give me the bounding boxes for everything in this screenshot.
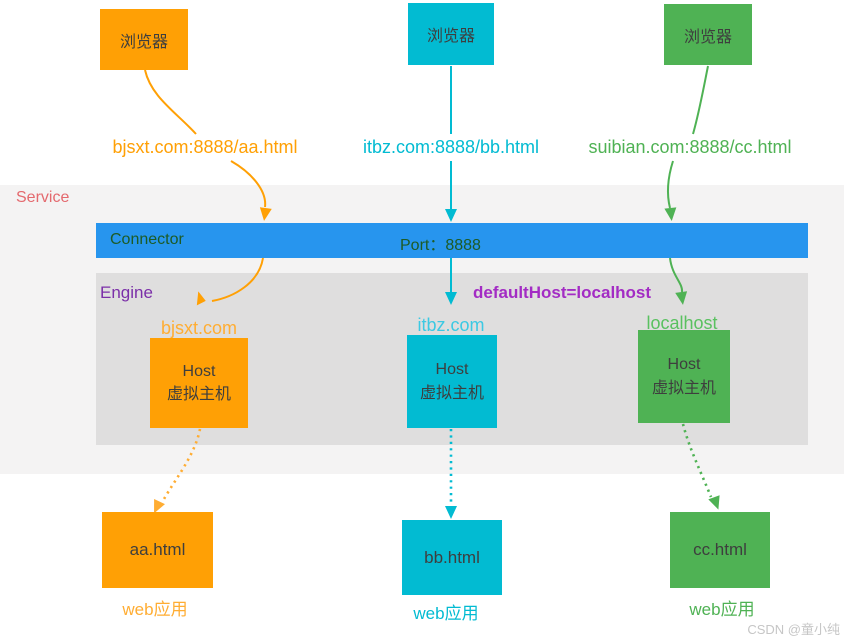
engine-default-host-label: defaultHost=localhost bbox=[473, 283, 652, 302]
host-subtitle-3: 虚拟主机 bbox=[651, 379, 716, 397]
request-url-1: bjsxt.com:8888/aa.html bbox=[112, 137, 298, 157]
host-title-3: Host bbox=[667, 356, 701, 374]
host-box-2: Host 虚拟主机 bbox=[407, 335, 497, 428]
arrow-url3-to-connector bbox=[667, 160, 674, 209]
webapp-box-1: aa.html bbox=[102, 512, 213, 588]
request-url-3: suibian.com:8888/cc.html bbox=[588, 137, 792, 157]
arrowhead-host3-to-webapp bbox=[708, 495, 720, 510]
webapp-file-label-3: cc.html bbox=[693, 540, 747, 559]
webapp-file-label-2: bb.html bbox=[424, 547, 480, 567]
arrowhead-url3-to-connector bbox=[664, 207, 677, 221]
arrow-host1-to-webapp bbox=[162, 428, 202, 500]
arrow-connector-to-host1 bbox=[211, 257, 264, 302]
engine-label: Engine bbox=[100, 283, 153, 302]
arrow-connector-to-host3 bbox=[669, 257, 684, 293]
connector-label: Connector bbox=[110, 231, 184, 248]
browser-box-2: 浏览器 bbox=[408, 3, 494, 65]
host-title-1: Host bbox=[182, 362, 216, 380]
webapp-type-label-2: web应用 bbox=[413, 604, 479, 623]
arrow-browser1-to-url bbox=[144, 69, 197, 135]
host-subtitle-1: 虚拟主机 bbox=[166, 386, 231, 403]
webapp-type-label-1: web应用 bbox=[122, 600, 188, 619]
host-box-3: Host 虚拟主机 bbox=[638, 330, 730, 423]
browser-label-3: 浏览器 bbox=[683, 28, 732, 46]
webapp-type-label-3: web应用 bbox=[689, 600, 755, 619]
host-box-1: Host 虚拟主机 bbox=[150, 338, 248, 428]
host-domain-label-2: itbz.com bbox=[417, 315, 485, 335]
arrowhead-host1-to-webapp bbox=[154, 499, 165, 514]
webapp-box-2: bb.html bbox=[402, 520, 502, 595]
arrow-browser3-to-url bbox=[692, 65, 709, 135]
host-subtitle-2: 虚拟主机 bbox=[419, 384, 484, 402]
service-label: Service bbox=[16, 189, 70, 206]
arrowhead-host2-to-webapp bbox=[445, 506, 457, 519]
arrowhead-connector-to-host3 bbox=[675, 291, 688, 305]
host-title-2: Host bbox=[435, 361, 469, 379]
browser-label-2: 浏览器 bbox=[426, 28, 475, 45]
request-url-2: itbz.com:8888/bb.html bbox=[362, 137, 540, 157]
arrow-host3-to-webapp bbox=[681, 423, 713, 498]
arrowhead-url1-to-connector bbox=[259, 207, 272, 221]
connector-bar bbox=[96, 223, 808, 258]
webapp-box-3: cc.html bbox=[670, 512, 770, 588]
arrowhead-url2-to-connector bbox=[445, 209, 457, 222]
host-domain-label-1: bjsxt.com bbox=[160, 318, 238, 338]
browser-box-3: 浏览器 bbox=[664, 4, 752, 65]
webapp-file-label-1: aa.html bbox=[129, 540, 186, 559]
arrowhead-connector-to-host2 bbox=[445, 292, 457, 305]
watermark: CSDN @童小纯 bbox=[747, 622, 840, 637]
connector-port-label: Port：8888 bbox=[400, 237, 481, 254]
arrow-url1-to-connector bbox=[230, 160, 267, 208]
browser-label-1: 浏览器 bbox=[119, 33, 168, 51]
host-domain-label-3: localhost bbox=[646, 313, 718, 333]
arrowhead-connector-to-host1 bbox=[196, 291, 206, 306]
browser-box-1: 浏览器 bbox=[100, 9, 188, 70]
